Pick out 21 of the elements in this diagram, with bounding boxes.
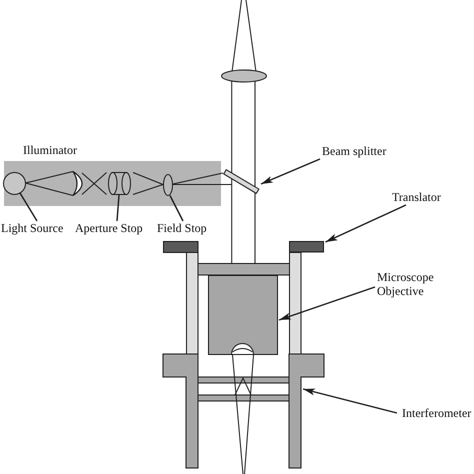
part-label: Illuminator: [23, 143, 77, 157]
arrow: [260, 158, 320, 185]
translator-block: [289, 241, 324, 252]
leader-line: [169, 195, 184, 222]
part-label: Microscope Objective: [377, 271, 437, 298]
arrow: [302, 388, 398, 414]
part-label: Aperture Stop: [75, 221, 143, 235]
leader-line: [19, 192, 38, 222]
aperture-stop-lenses: [106, 172, 133, 195]
arrow: [325, 204, 406, 243]
interferometer-frame: [163, 354, 324, 468]
part-label: Interferometer: [402, 406, 472, 420]
part-label: Beam splitter: [322, 144, 386, 158]
part-label: Light Source: [1, 221, 64, 235]
light-source-lamp: [2, 172, 26, 194]
part-label: Field Stop: [157, 221, 207, 235]
arrow: [278, 286, 376, 321]
field-stop-lens: [163, 174, 173, 196]
leader-line: [116, 194, 120, 222]
part-label: Translator: [392, 190, 441, 204]
microscope-objective: [208, 275, 278, 355]
